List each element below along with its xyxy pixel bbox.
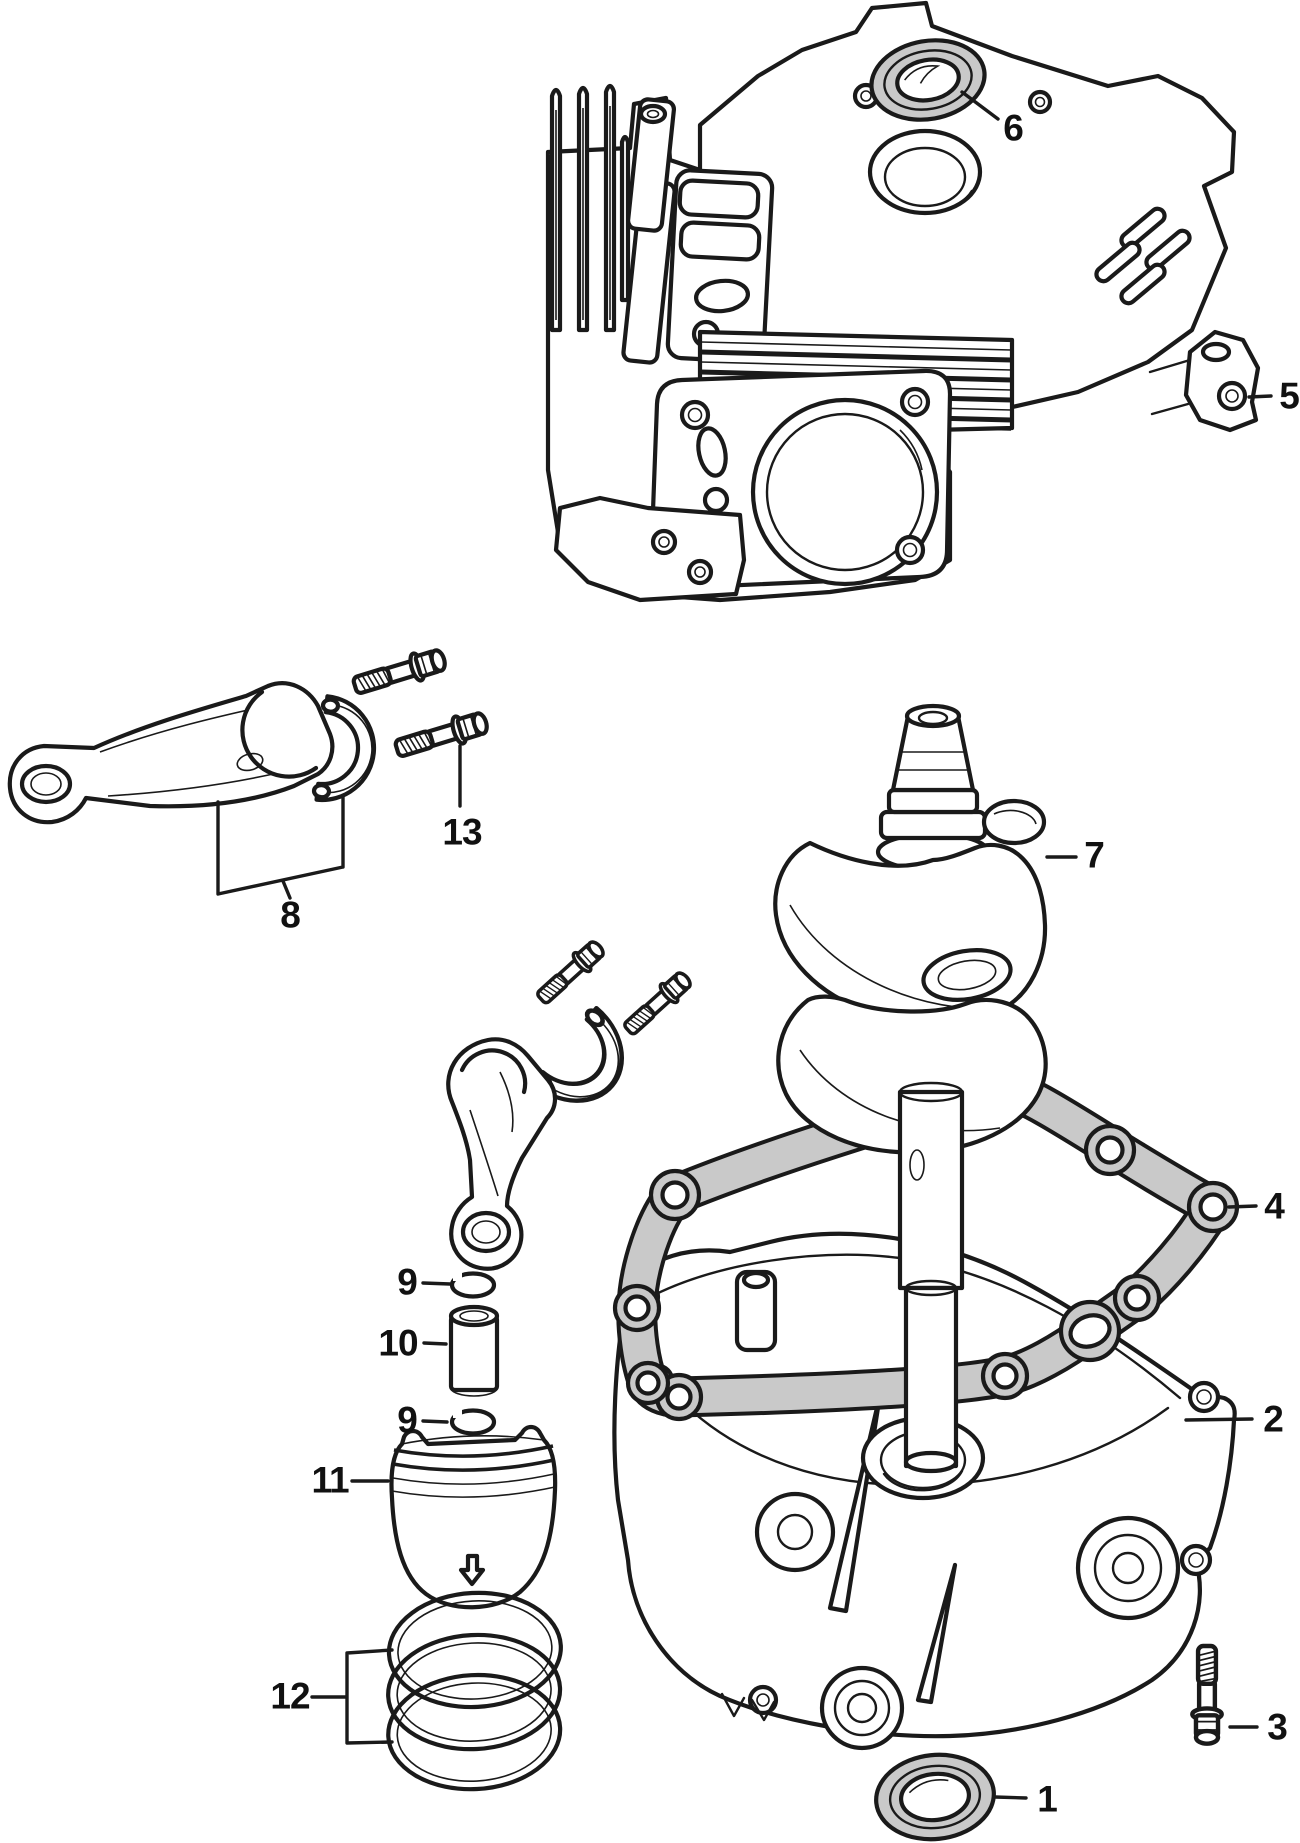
callout-4: 4 — [1264, 1185, 1285, 1227]
oil-seal-top-drawing — [869, 38, 987, 122]
piston-pin-drawing — [448, 1304, 500, 1397]
callout-11: 11 — [311, 1459, 349, 1501]
callout-9a: 9 — [397, 1261, 418, 1303]
callout-3: 3 — [1267, 1706, 1288, 1748]
piston-drawing — [389, 1424, 558, 1610]
cooling-fins — [549, 83, 631, 333]
valve-chamber — [665, 168, 775, 364]
callout-9b: 9 — [397, 1399, 418, 1441]
leader-lines — [216, 90, 1273, 1800]
piston-rings-drawing — [386, 1590, 563, 1792]
oil-seal-bottom-drawing — [874, 1752, 996, 1842]
callout-8: 8 — [280, 894, 301, 936]
rod-bolt-2 — [393, 708, 490, 762]
circlip-upper-drawing — [452, 1272, 494, 1297]
cylinder-block-drawing — [545, 0, 1261, 603]
flange-bolt-drawing — [1192, 1646, 1221, 1744]
circlip-lower-drawing — [452, 1409, 494, 1434]
callout-1: 1 — [1037, 1778, 1058, 1820]
callout-2: 2 — [1263, 1398, 1284, 1440]
mounting-bracket — [553, 495, 747, 603]
callout-12: 12 — [270, 1675, 310, 1717]
callout-7: 7 — [1084, 834, 1105, 876]
callout-5: 5 — [1279, 375, 1300, 417]
mounting-lug — [1148, 329, 1261, 433]
connecting-rod-2-drawing — [446, 1037, 558, 1271]
callout-6: 6 — [1003, 107, 1024, 149]
callout-10: 10 — [378, 1322, 418, 1364]
rod-bolt-3 — [531, 935, 610, 1010]
rod-bolt-4 — [618, 966, 697, 1041]
rod-bolt-1 — [351, 645, 448, 699]
connecting-rod-drawing — [7, 681, 335, 825]
crankshaft-drawing — [773, 703, 1048, 1474]
callout-13: 13 — [442, 811, 482, 853]
head-bolt-towers — [621, 97, 677, 365]
vent-slots — [1094, 206, 1192, 306]
cylinder-bore — [750, 397, 940, 587]
